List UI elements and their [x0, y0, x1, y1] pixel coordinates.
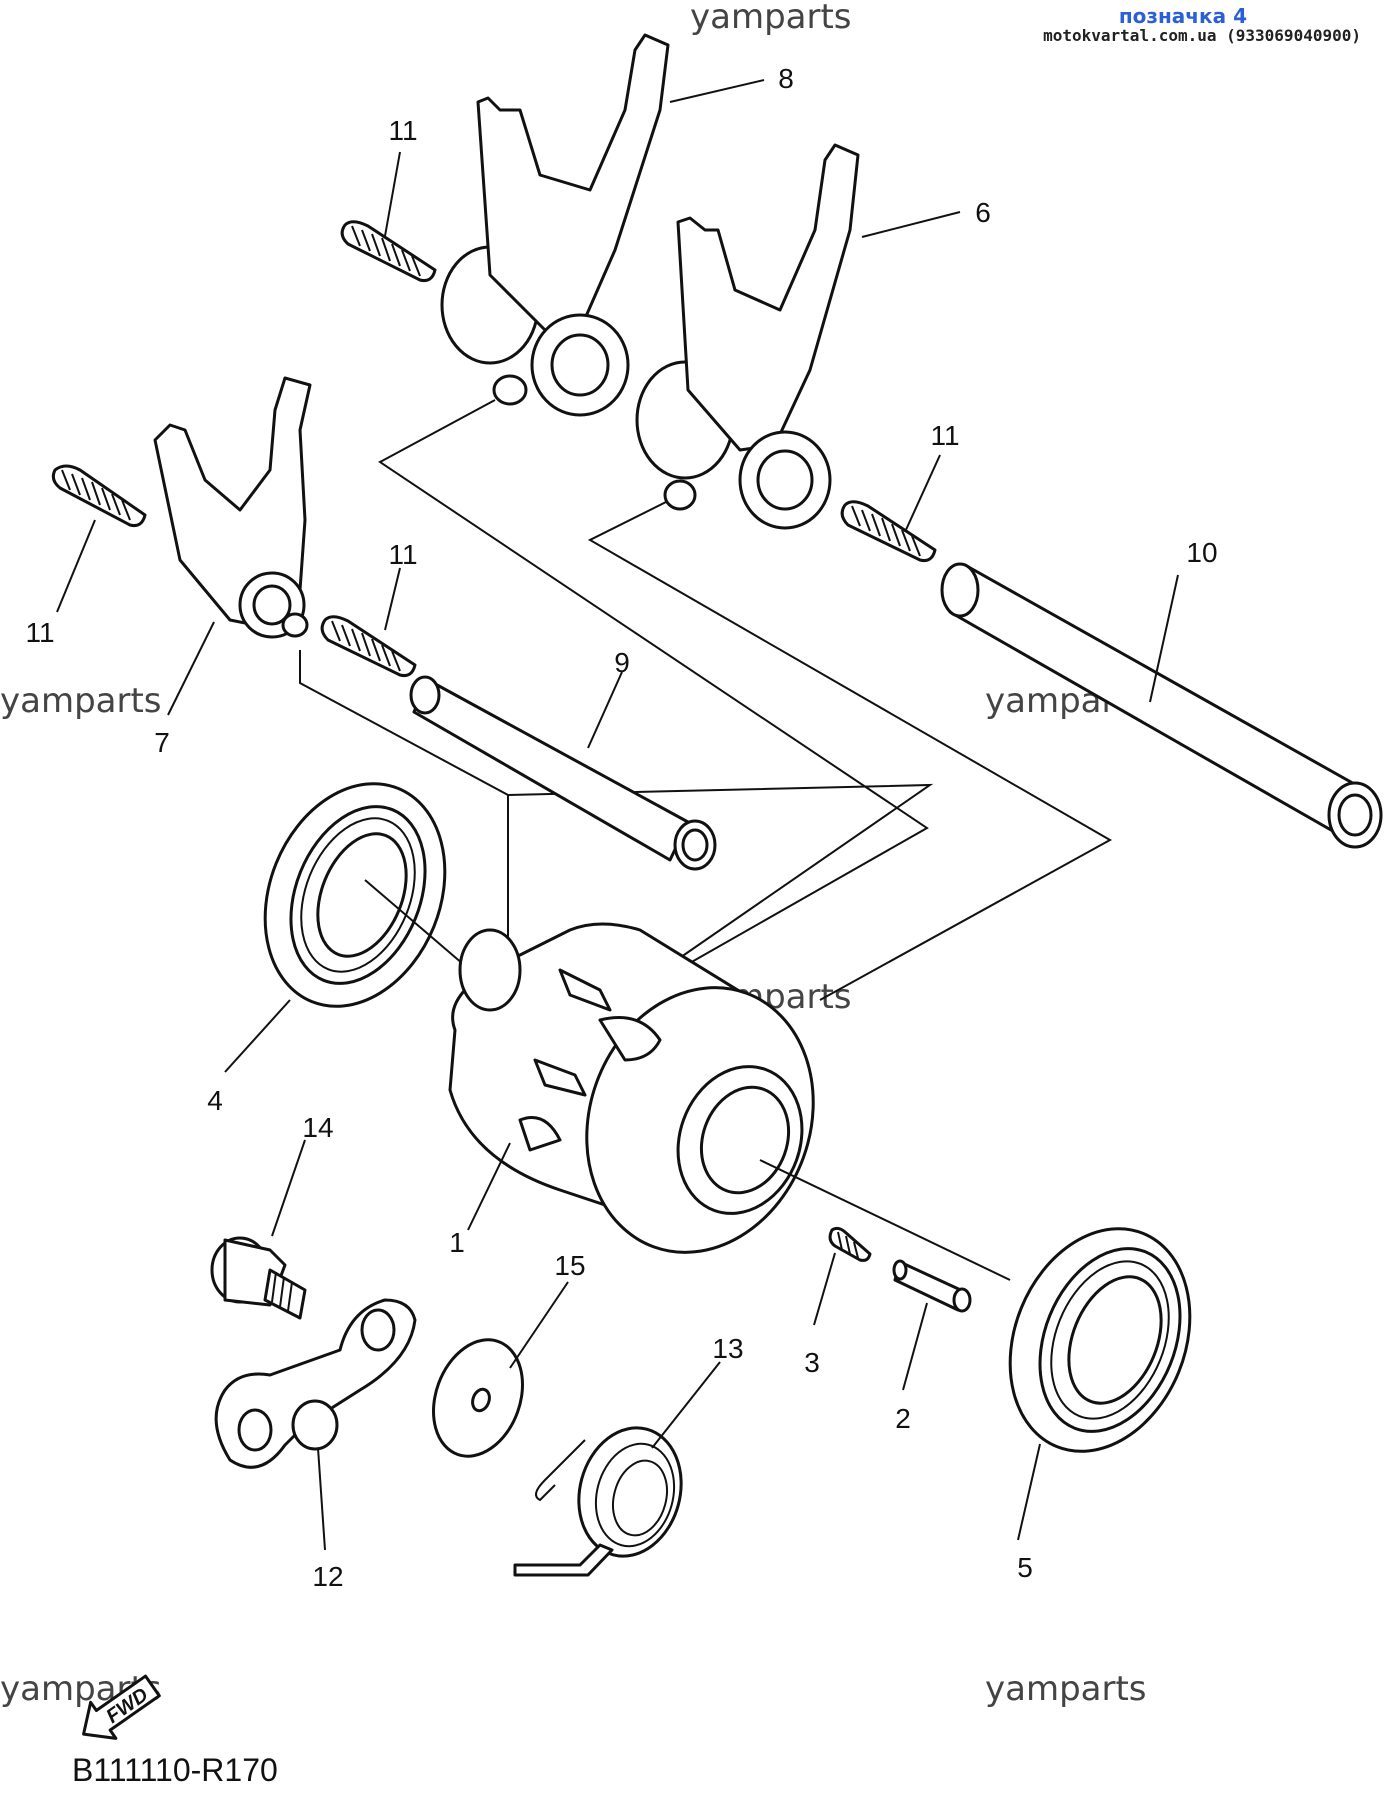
header-tag: позначка 4 — [1118, 4, 1247, 28]
callout-4: 4 — [207, 1085, 223, 1116]
bolt-14 — [210, 1236, 307, 1320]
shaft-9 — [409, 675, 717, 871]
callout-14: 14 — [302, 1112, 333, 1143]
callout-11: 11 — [388, 115, 417, 146]
spring-11-top — [340, 220, 437, 282]
watermark: yamparts — [690, 0, 852, 37]
callout-15: 15 — [554, 1250, 585, 1281]
callout-2: 2 — [895, 1403, 911, 1434]
shaft-10 — [940, 562, 1383, 849]
callout-8: 8 — [778, 63, 794, 94]
shift-fork-7 — [153, 376, 312, 639]
watermark: yamparts — [0, 681, 162, 721]
callout-11: 11 — [388, 539, 417, 570]
shift-fork-8 — [440, 33, 670, 417]
spring-11-left — [51, 464, 147, 527]
stopper-lever-12 — [214, 1298, 417, 1469]
diagram-code: B111110-R170 — [72, 1752, 278, 1788]
spring-11-mid — [320, 615, 417, 677]
bearing-4 — [263, 782, 471, 1008]
torsion-spring-13 — [513, 1426, 683, 1577]
shift-drum-1 — [448, 922, 1011, 1281]
spring-11-right — [840, 500, 937, 562]
callout-6: 6 — [975, 197, 991, 228]
callout-11: 11 — [930, 420, 959, 451]
header-site: motokvartal.com.ua (933069040900) — [1043, 26, 1361, 45]
callout-7: 7 — [154, 727, 170, 758]
pin-2 — [892, 1259, 972, 1313]
leader-lines — [56, 79, 1179, 1551]
watermark: yamparts — [985, 1669, 1147, 1709]
callout-13: 13 — [712, 1333, 743, 1364]
callout-10: 10 — [1186, 537, 1217, 568]
shift-fork-6 — [635, 143, 860, 530]
callout-1: 1 — [449, 1227, 465, 1258]
spring-3 — [828, 1226, 872, 1262]
washer-15 — [432, 1338, 524, 1458]
callout-12: 12 — [312, 1561, 343, 1592]
callout-11: 11 — [25, 617, 54, 648]
callout-5: 5 — [1017, 1552, 1033, 1583]
callout-9: 9 — [614, 647, 630, 678]
bearing-5 — [1008, 1227, 1192, 1453]
callout-3: 3 — [804, 1347, 820, 1378]
